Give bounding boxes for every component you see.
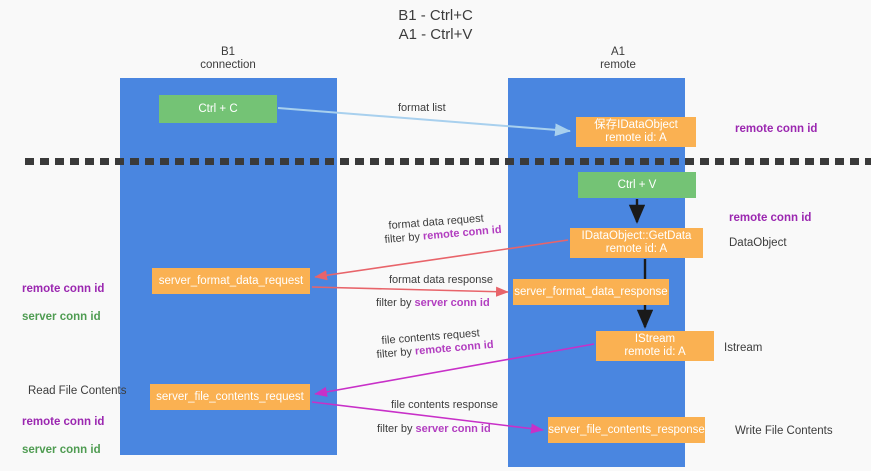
node-server-format-data-request[interactable]: server_format_data_request	[152, 268, 310, 294]
phase-divider-dashed-line	[25, 158, 871, 165]
edge-label-file-contents-response-filter: filter by server conn id	[377, 422, 491, 436]
label-read-file-contents: Read File Contents	[28, 385, 127, 397]
node-idataobject-getdata[interactable]: IDataObject::GetData remote id: A	[570, 228, 703, 258]
label-istream: Istream	[724, 342, 763, 354]
swimlane-header-a1: A1 remote	[600, 46, 636, 71]
edge-label-format-list: format list	[398, 102, 446, 114]
node-save-idataobject[interactable]: 保存IDataObject remote id: A	[576, 117, 696, 147]
label-remote-conn-id-top: remote conn id	[735, 123, 818, 135]
filter-key: server conn id	[414, 297, 490, 309]
label-write-file-contents: Write File Contents	[735, 425, 833, 437]
edge-label-format-data-response: format data response	[389, 274, 493, 286]
node-server-format-data-response[interactable]: server_format_data_response	[513, 279, 669, 305]
filter-prefix: filter by	[376, 345, 416, 361]
swimlane-header-b1: B1 connection	[200, 46, 256, 71]
label-left-mid-remote-conn-id: remote conn id	[22, 283, 105, 295]
label-dataobject: DataObject	[729, 237, 787, 249]
label-left-bottom-conn-ids: remote conn id server conn id	[22, 401, 104, 471]
node-ctrl-v[interactable]: Ctrl + V	[578, 172, 696, 198]
node-ctrl-c[interactable]: Ctrl + C	[159, 95, 277, 123]
label-left-bottom-server-conn-id: server conn id	[22, 444, 101, 456]
node-istream[interactable]: IStream remote id: A	[596, 331, 714, 361]
filter-prefix: filter by	[384, 230, 424, 246]
edge-label-format-data-response-filter: filter by server conn id	[376, 296, 490, 310]
node-server-file-contents-response[interactable]: server_file_contents_response	[548, 417, 705, 443]
label-left-mid-conn-ids: remote conn id server conn id	[22, 268, 104, 338]
filter-prefix: filter by	[377, 423, 416, 435]
node-server-file-contents-request[interactable]: server_file_contents_request	[150, 384, 310, 410]
diagram-title: B1 - Ctrl+C A1 - Ctrl+V	[398, 7, 473, 43]
label-remote-conn-id-mid: remote conn id	[729, 212, 812, 224]
label-left-bottom-remote-conn-id: remote conn id	[22, 416, 105, 428]
edge-label-file-contents-response: file contents response	[391, 399, 499, 411]
filter-key: server conn id	[415, 423, 491, 435]
filter-prefix: filter by	[376, 297, 415, 309]
label-left-mid-server-conn-id: server conn id	[22, 311, 101, 323]
